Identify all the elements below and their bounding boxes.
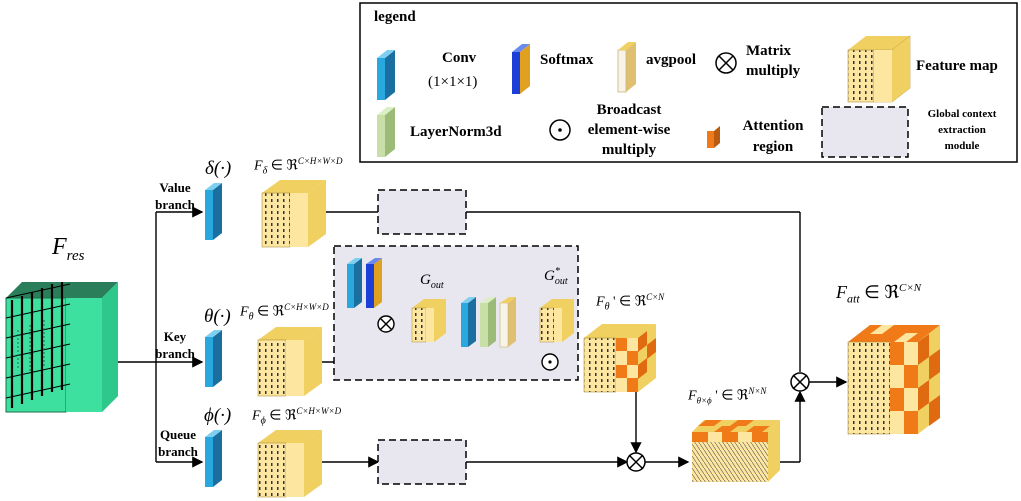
f-theta-feature-map xyxy=(257,327,322,397)
legend-avgpool-icon xyxy=(617,42,636,93)
query-branch-label-1: Queue xyxy=(159,427,197,442)
g-out-feature-map xyxy=(411,299,446,343)
legend-gce-label-1: Global context xyxy=(927,108,997,120)
gce-broadcast-multiply-icon xyxy=(541,353,559,371)
theta-op-label: θ(·) xyxy=(204,306,231,327)
key-branch-label-2: branch xyxy=(155,346,195,361)
legend-broadcast-label-1: Broadcast xyxy=(596,102,662,118)
f-att-feature-map xyxy=(847,325,940,435)
gce-module-query xyxy=(377,439,467,485)
legend-attention-label-2: region xyxy=(752,139,794,155)
f-res-label: Fres xyxy=(52,234,85,264)
delta-op-label: δ(·) xyxy=(205,158,232,179)
legend-layernorm-icon xyxy=(377,107,395,157)
f-res-feature-block xyxy=(5,282,118,413)
legend-conv-label: Conv xyxy=(442,50,477,66)
legend-gce-label-2: extraction xyxy=(938,124,986,136)
key-branch-label-1: Key xyxy=(163,329,187,344)
gce-matrix-multiply-icon xyxy=(377,315,395,333)
gce-softmax-block xyxy=(366,258,382,308)
gce-module-value xyxy=(377,189,467,235)
matrix-multiply-theta-phi xyxy=(626,452,646,472)
legend-softmax-label: Softmax xyxy=(540,52,594,68)
f-att-label: Fatt ∈ ℜC×N xyxy=(836,282,922,306)
f-delta-label: Fδ ∈ ℜC×H×W×D xyxy=(254,156,343,177)
legend-conv-icon xyxy=(377,50,395,100)
f-delta-feature-map xyxy=(261,180,326,248)
legend-layernorm-label: LayerNorm3d xyxy=(410,124,502,140)
gce-conv2-block xyxy=(461,297,476,347)
value-branch-label-1: Value xyxy=(159,180,191,195)
g-out-star-label: G*out xyxy=(544,266,568,287)
matrix-multiply-final xyxy=(790,372,810,392)
value-branch-label-2: branch xyxy=(155,197,195,212)
legend-broadcast-icon xyxy=(549,119,571,141)
f-theta-phi-feature-map xyxy=(692,420,780,482)
f-phi-feature-map xyxy=(257,430,322,498)
g-out-star-feature-map xyxy=(539,299,574,343)
legend-gce-label-3: module xyxy=(944,140,980,152)
gce-conv-block xyxy=(347,258,362,308)
legend-attention-label-1: Attention xyxy=(742,118,804,134)
query-branch-label-2: branch xyxy=(158,444,198,459)
f-theta-prime-label: Fθ ' ∈ ℜC×N xyxy=(596,292,665,313)
gce-layernorm-block xyxy=(480,297,496,347)
legend-avgpool-label: avgpool xyxy=(646,52,697,68)
phi-op-label: ϕ(·) xyxy=(204,405,232,426)
gce-avgpool-block xyxy=(499,297,516,348)
legend-matrix-label-1: Matrix xyxy=(746,43,791,59)
legend-gce-icon xyxy=(821,106,909,158)
g-out-label: Gout xyxy=(420,272,444,291)
legend-matrix-label-2: multiply xyxy=(746,63,801,79)
legend-title: legend xyxy=(374,9,416,25)
legend-attention-icon xyxy=(707,126,720,148)
f-theta-prime-feature-map xyxy=(583,324,656,393)
legend-matrix-multiply-icon xyxy=(715,52,737,74)
f-theta-label: Fθ ∈ ℜC×H×W×D xyxy=(240,302,329,323)
legend-broadcast-label-3: multiply xyxy=(601,142,657,158)
f-theta-phi-label: Fθ×ϕ ' ∈ ℜN×N xyxy=(688,386,767,406)
f-phi-label: Fϕ ∈ ℜC×H×W×D xyxy=(252,406,342,427)
legend-broadcast-label-2: element-wise xyxy=(587,122,671,138)
legend-softmax-icon xyxy=(512,44,530,94)
conv-phi-block xyxy=(205,430,222,487)
conv-delta-block xyxy=(205,183,222,240)
conv-theta-block xyxy=(205,330,222,387)
legend-conv-kernel: (1×1×1) xyxy=(428,74,478,90)
legend-feature-map-label: Feature map xyxy=(916,58,998,74)
legend-feature-map-icon xyxy=(847,35,911,103)
